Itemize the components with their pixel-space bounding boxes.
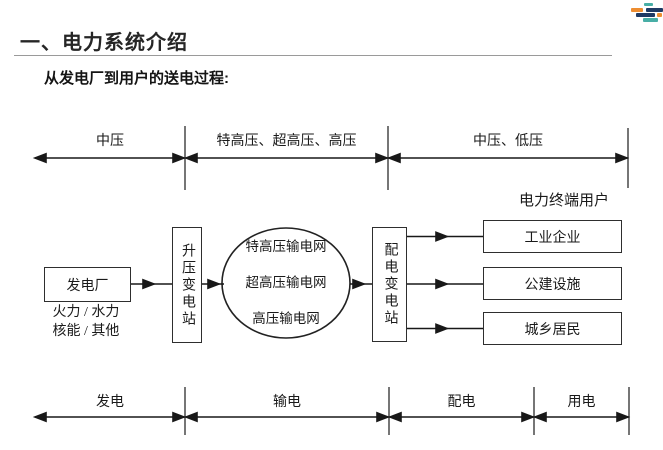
transmission-grid-text: 特高压输电网 超高压输电网 高压输电网: [222, 229, 350, 337]
voltage-segment-label: 中压: [96, 134, 124, 149]
step-up-station-box: 升压变电站: [172, 227, 202, 343]
terminal-users-label: 电力终端用户: [518, 193, 609, 209]
stage-axis-label: 配电: [447, 395, 476, 410]
stage-axis-label: 输电: [273, 395, 301, 410]
power-plant-sources-line: 核能 / 其他: [52, 324, 120, 339]
grid-line-label: 超高压输电网: [245, 275, 327, 290]
voltage-segment-label: 特高压、超高压、高压: [216, 134, 357, 149]
logo-bar-icon: [656, 13, 662, 17]
power-plant-sources: 火力 / 水力 核能 / 其他: [36, 303, 136, 341]
end-user-box: 公建设施: [483, 267, 622, 300]
power-plant-sources-line: 火力 / 水力: [52, 305, 120, 320]
voltage-axis-arrows: [32, 126, 630, 190]
end-user-box: 城乡居民: [483, 312, 622, 345]
logo-bar-icon: [631, 8, 643, 12]
flow-arrows: [131, 231, 484, 334]
logo-bar-icon: [644, 3, 653, 6]
title-underline: [14, 55, 612, 56]
transmission-grid-circle: [221, 227, 351, 339]
grid-line-label: 特高压输电网: [245, 239, 327, 254]
brand-logo: [623, 0, 663, 24]
subtitle: 从发电厂到用户的送电过程:: [44, 70, 229, 87]
logo-bar-icon: [643, 18, 658, 22]
logo-bar-icon: [645, 8, 663, 12]
end-user-box: 工业企业: [483, 220, 622, 253]
stage-axis-label: 用电: [567, 395, 596, 410]
stage-axis-label: 发电: [96, 395, 124, 410]
logo-bar-icon: [636, 13, 655, 17]
power-plant-box: 发电厂: [44, 267, 131, 302]
stage-axis-arrows: [32, 387, 631, 435]
grid-line-label: 高压输电网: [252, 311, 320, 326]
page-title: 一、电力系统介绍: [20, 32, 188, 54]
distribution-station-box: 配电变电站: [372, 227, 407, 342]
voltage-segment-label: 中压、低压: [473, 134, 543, 149]
